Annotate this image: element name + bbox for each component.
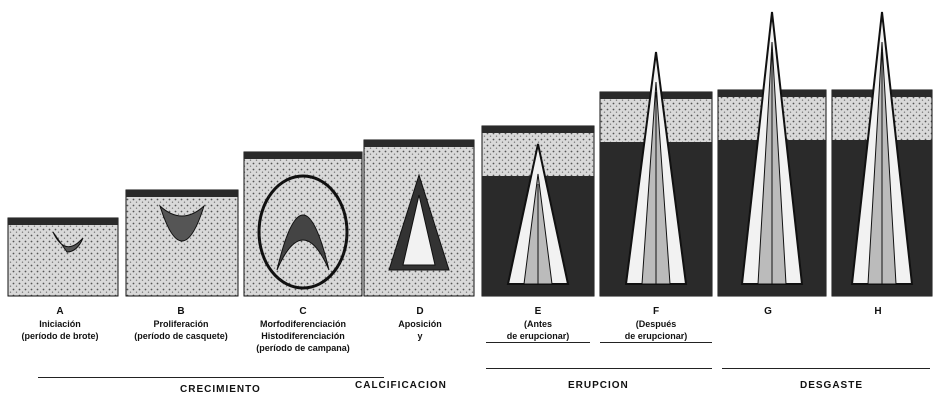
stage-a-panel	[8, 218, 118, 296]
stage-c-line-3: (período de campana)	[240, 342, 366, 354]
stages-illustration	[0, 0, 934, 300]
stage-f-panel	[600, 52, 712, 296]
stage-f-line-2: de erupcionar)	[600, 330, 712, 343]
stage-g-label: G	[718, 306, 818, 318]
stage-d-line-1: Aposición	[368, 318, 472, 330]
phase-growth: CRECIMIENTO	[180, 384, 261, 395]
eruption-rule	[486, 368, 712, 369]
stage-a-line-1: Iniciación	[0, 318, 120, 330]
stage-b-line-2: (período de casquete)	[122, 330, 240, 342]
stage-e-panel	[482, 126, 594, 296]
stage-d-label: D Aposición y	[368, 306, 472, 342]
stage-h-letter: H	[828, 306, 928, 318]
stage-b-line-1: Proliferación	[122, 318, 240, 330]
stage-d-letter: D	[368, 306, 472, 318]
phase-eruption: ERUPCION	[568, 380, 629, 391]
stage-e-label: E (Antes de erupcionar)	[486, 306, 590, 343]
stage-b-panel	[126, 190, 238, 296]
stage-g-panel	[718, 12, 826, 296]
stage-d-line-2: y	[368, 330, 472, 342]
stage-c-line-2: Histodiferenciación	[240, 330, 366, 342]
stage-d-panel	[364, 140, 474, 296]
stage-c-label: C Morfodiferenciación Histodiferenciació…	[240, 306, 366, 354]
stage-b-letter: B	[122, 306, 240, 318]
stage-c-letter: C	[240, 306, 366, 318]
wear-rule	[722, 368, 930, 369]
stage-a-label: A Iniciación (período de brote)	[0, 306, 120, 342]
stage-e-line-1: (Antes	[486, 318, 590, 330]
phase-calcification: CALCIFICACION	[355, 380, 447, 391]
stage-f-letter: F	[600, 306, 712, 318]
stage-f-label: F (Después de erupcionar)	[600, 306, 712, 343]
stage-c-panel	[244, 152, 362, 296]
stage-h-label: H	[828, 306, 928, 318]
phase-wear: DESGASTE	[800, 380, 863, 391]
stage-b-label: B Proliferación (período de casquete)	[122, 306, 240, 342]
stage-f-line-1: (Después	[600, 318, 712, 330]
stage-g-letter: G	[718, 306, 818, 318]
growth-rule	[38, 377, 384, 378]
stage-a-line-2: (período de brote)	[0, 330, 120, 342]
stage-h-panel	[832, 12, 932, 296]
stage-c-line-1: Morfodiferenciación	[240, 318, 366, 330]
stage-a-letter: A	[0, 306, 120, 318]
stage-e-line-2: de erupcionar)	[486, 330, 590, 343]
stage-e-letter: E	[486, 306, 590, 318]
